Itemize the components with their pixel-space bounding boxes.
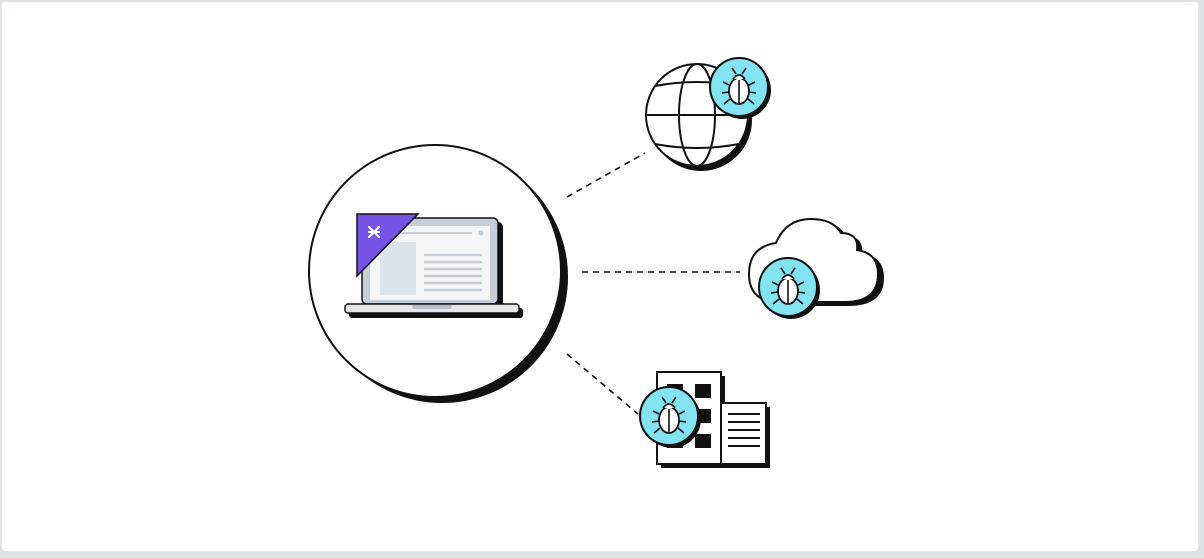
laptop-icon bbox=[344, 217, 523, 318]
cloud-node bbox=[747, 217, 884, 320]
diagram-card bbox=[2, 2, 1198, 551]
connector-buildings bbox=[566, 353, 639, 415]
globe-node bbox=[645, 57, 772, 171]
close-x-icon bbox=[356, 213, 420, 278]
buildings-node bbox=[639, 371, 770, 468]
center-node bbox=[308, 144, 568, 403]
connectors bbox=[566, 152, 740, 415]
connector-globe bbox=[566, 152, 646, 198]
